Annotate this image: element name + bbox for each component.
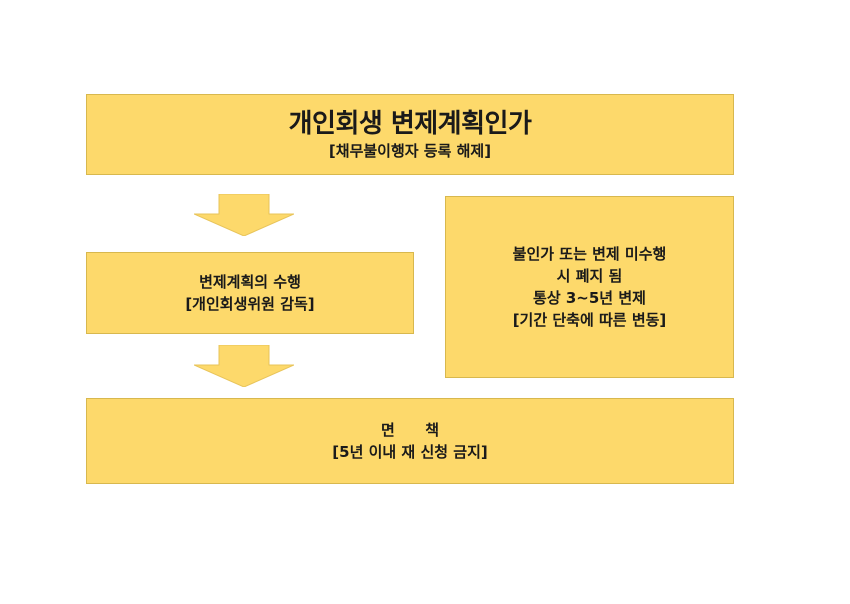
dismissal-note-line3: 통상 3~5년 변제	[533, 289, 646, 307]
dismissal-note-line1: 불인가 또는 변제 미수행	[512, 245, 667, 263]
plan-approval-title: 개인회생 변제계획인가	[288, 108, 532, 139]
plan-execution-subtitle: [개인회생위원 감독]	[185, 295, 315, 313]
dismissal-note-box: 불인가 또는 변제 미수행 시 폐지 됨 통상 3~5년 변제 [기간 단축에 …	[445, 196, 734, 378]
plan-execution-title: 변제계획의 수행	[199, 273, 301, 291]
plan-approval-subtitle: [채무불이행자 등록 해제]	[328, 141, 492, 160]
discharge-box: 면 책 [5년 이내 재 신청 금지]	[86, 398, 734, 484]
down-arrow-icon	[194, 345, 294, 387]
plan-execution-box: 변제계획의 수행 [개인회생위원 감독]	[86, 252, 414, 334]
dismissal-note-line2: 시 폐지 됨	[556, 267, 623, 285]
dismissal-note-line4: [기간 단축에 따른 변동]	[512, 311, 667, 329]
plan-approval-box: 개인회생 변제계획인가 [채무불이행자 등록 해제]	[86, 94, 734, 175]
down-arrow-icon	[194, 194, 294, 236]
discharge-subtitle: [5년 이내 재 신청 금지]	[332, 443, 488, 461]
discharge-title: 면 책	[380, 421, 440, 439]
